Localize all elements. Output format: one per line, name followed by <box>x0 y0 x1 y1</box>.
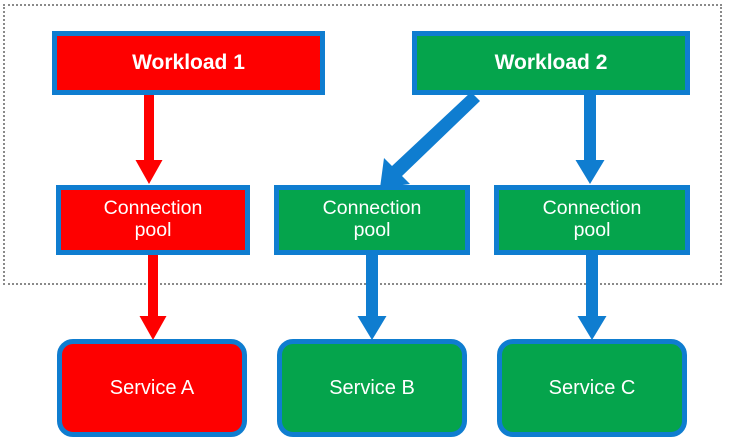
edge-pool-b-to-service-b-arrow <box>354 252 390 346</box>
node-connection-pool-c[interactable]: Connection pool <box>494 185 690 255</box>
node-service-a[interactable]: Service A <box>57 339 247 437</box>
node-connection-pool-b[interactable]: Connection pool <box>274 185 470 255</box>
edge-pool-c-to-service-c-arrow <box>574 252 610 346</box>
edge-workload1-to-pool-a-arrow <box>131 92 167 190</box>
node-service-b[interactable]: Service B <box>277 339 467 437</box>
edge-pool-a-to-service-a-arrow <box>135 252 171 346</box>
node-workload-1[interactable]: Workload 1 <box>52 31 325 95</box>
node-service-c[interactable]: Service C <box>497 339 687 437</box>
edge-workload2-to-pool-b-arrow <box>370 92 485 190</box>
node-workload-2[interactable]: Workload 2 <box>412 31 690 95</box>
edge-workload2-to-pool-c-arrow <box>572 92 608 190</box>
node-connection-pool-a[interactable]: Connection pool <box>56 185 250 255</box>
